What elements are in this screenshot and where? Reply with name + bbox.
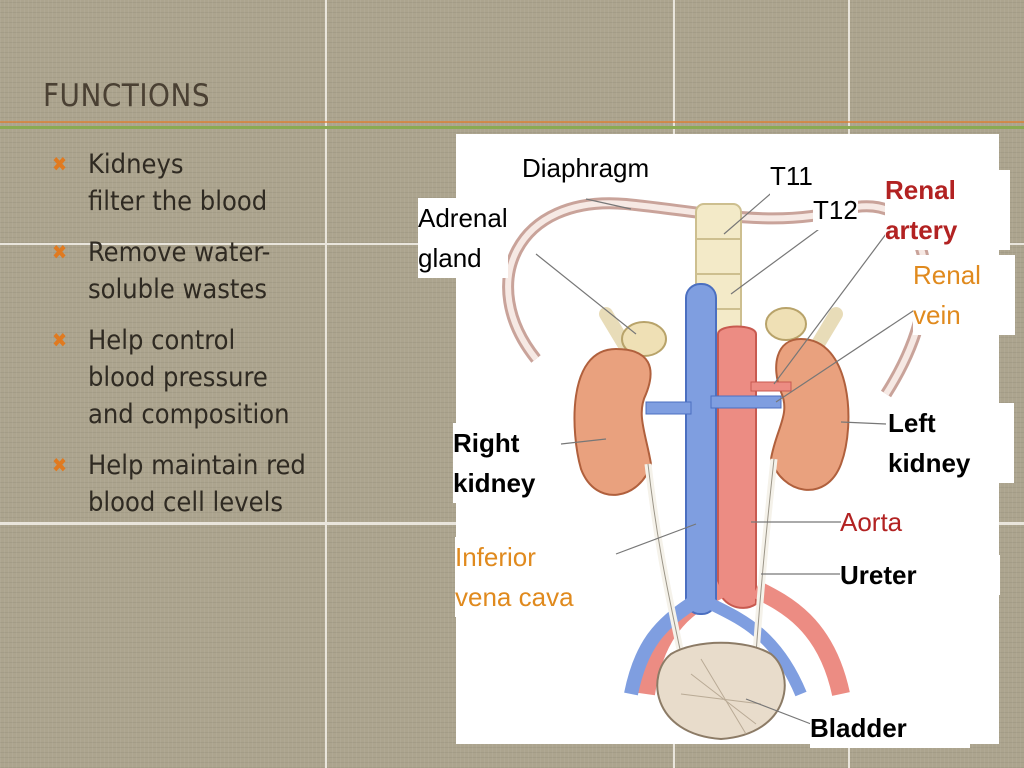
label-inferior-vena-cava: Inferior vena cava	[455, 537, 574, 617]
title-divider-accent	[0, 121, 1024, 123]
right-kidney-shape	[573, 347, 653, 496]
label-renal-vein: Renal vein	[913, 255, 1015, 335]
label-diaphragm: Diaphragm	[522, 148, 650, 188]
leader-line	[730, 223, 827, 295]
grid-line	[325, 0, 327, 768]
left-renal-artery	[750, 381, 792, 392]
leader-line	[745, 698, 812, 725]
bullet-item: ✖ Kidneys filter the blood	[52, 146, 412, 220]
right-renal-vein	[645, 401, 692, 415]
label-renal-artery: Renal artery	[885, 170, 1010, 250]
x-mark-icon: ✖	[52, 453, 68, 477]
right-ureter-outline	[647, 463, 682, 655]
aorta-shape	[717, 325, 757, 609]
bullet-item: ✖ Remove water- soluble wastes	[52, 234, 412, 308]
label-t12: T12	[813, 190, 858, 230]
label-right-kidney: Right kidney	[453, 423, 536, 503]
x-mark-icon: ✖	[52, 240, 68, 264]
title-divider	[0, 126, 1024, 129]
label-bladder: Bladder	[810, 708, 970, 748]
leader-line	[560, 438, 607, 445]
left-kidney-shape	[769, 337, 850, 491]
label-aorta: Aorta	[840, 507, 903, 537]
leader-line	[773, 233, 887, 385]
label-t11: T11	[770, 156, 813, 196]
label-adrenal-gland: Adrenal gland	[418, 198, 508, 278]
left-ureter-outline	[755, 458, 775, 655]
slide-title: FUNCTIONS	[43, 78, 211, 114]
leader-line	[535, 253, 637, 335]
leader-lines	[535, 188, 917, 725]
bullet-item: ✖ Help control blood pressure and compos…	[52, 322, 412, 433]
leader-line	[840, 421, 887, 425]
left-adrenal-gland	[765, 307, 807, 341]
leader-line	[775, 308, 917, 403]
label-left-kidney: Left kidney	[888, 403, 1014, 483]
leader-line	[585, 198, 632, 210]
vena-cava-shape	[685, 283, 717, 615]
leader-line	[615, 523, 697, 555]
bullet-list: ✖ Kidneys filter the blood ✖ Remove wate…	[52, 146, 412, 535]
iliac-artery-left	[751, 580, 850, 697]
x-mark-icon: ✖	[52, 328, 68, 352]
label-ureter: Ureter	[840, 555, 1000, 595]
bladder-shape	[656, 641, 786, 741]
left-renal-vein	[710, 395, 782, 409]
leader-line	[723, 188, 777, 235]
bladder-texture	[680, 658, 762, 735]
iliac-vein-right	[624, 598, 695, 696]
bullet-item: ✖ Help maintain red blood cell levels	[52, 447, 412, 521]
x-mark-icon: ✖	[52, 152, 68, 176]
